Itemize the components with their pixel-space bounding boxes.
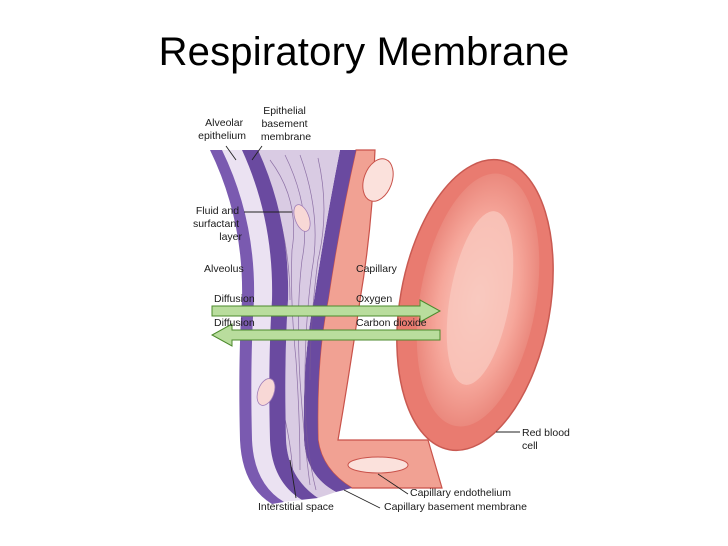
- label-capillary-basement-membrane: Capillary basement membrane: [384, 501, 527, 513]
- label-fluid-surfactant-layer: Fluid and surfactant layer: [193, 205, 243, 243]
- label-diffusion-1: Diffusion: [214, 293, 255, 305]
- slide-title: Respiratory Membrane: [158, 30, 570, 74]
- fluid-surfactant-layer-band: [210, 150, 284, 504]
- label-carbon-dioxide: Carbon dioxide: [356, 317, 427, 329]
- label-alveolus: Alveolus: [204, 263, 244, 275]
- label-oxygen: Oxygen: [356, 293, 392, 305]
- label-red-blood-cell: Red blood cell: [522, 427, 573, 452]
- leader-lines: [225, 145, 520, 509]
- label-epithelial-basement-membrane: Epithelial basement membrane: [261, 105, 311, 143]
- carbon-dioxide-diffusion-arrow: [210, 323, 441, 347]
- label-diffusion-2: Diffusion: [214, 317, 255, 329]
- epithelial-basement-membrane-band: [240, 150, 318, 500]
- label-capillary: Capillary: [356, 263, 398, 275]
- red-blood-cell: [396, 158, 554, 452]
- oxygen-diffusion-arrow: [211, 299, 442, 323]
- label-alveolar-epithelium: Alveolar epithelium: [198, 117, 246, 142]
- capillary-basement-membrane-band: [303, 150, 356, 492]
- label-capillary-endothelium: Capillary endothelium: [410, 487, 511, 499]
- alveolar-epithelium-band: [220, 150, 311, 502]
- label-interstitial-space: Interstitial space: [258, 501, 334, 513]
